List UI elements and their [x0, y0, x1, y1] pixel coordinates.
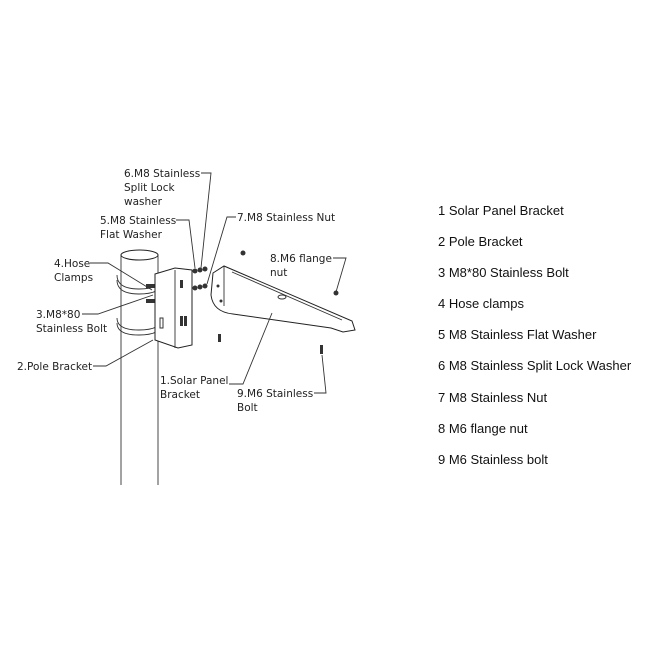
callout-m6-bolt: 9.M6 Stainless Bolt: [237, 388, 317, 414]
legend-item: 6 M8 Stainless Split Lock Washer: [438, 358, 632, 374]
callout-lock-washer: 6.M8 Stainless Split Lock washer: [124, 168, 204, 208]
legend-item: 7 M8 Stainless Nut: [438, 389, 548, 405]
leader-lines: [82, 172, 347, 394]
legend-item: 1 Solar Panel Bracket: [438, 203, 564, 218]
callout-nut: 7.M8 Stainless Nut: [237, 212, 335, 224]
callout-pole-bracket: 2.Pole Bracket: [17, 361, 92, 373]
legend-item: 8 M6 flange nut: [438, 420, 528, 436]
callout-solar-bracket: 1.Solar Panel Bracket: [160, 375, 232, 401]
m6-bolts: [218, 334, 323, 354]
legend-item: 4 Hose clamps: [438, 296, 524, 312]
callout-flat-washer: 5.M8 Stainless Flat Washer: [100, 215, 180, 241]
legend-item: 5 M8 Stainless Flat Washer: [438, 327, 597, 343]
washers-nuts: [192, 250, 339, 296]
legend-item: 3 M8*80 Stainless Bolt: [438, 265, 569, 281]
legend-item: 2 Pole Bracket: [438, 234, 523, 250]
parts-legend: 1 Solar Panel Bracket 2 Pole Bracket 3 M…: [438, 203, 631, 483]
callout-flange-nut: 8.M6 flange nut: [270, 253, 335, 279]
solar-panel-bracket: [210, 265, 356, 333]
pole-bracket: [154, 267, 193, 349]
callout-m8-bolt: 3.M8*80 Stainless Bolt: [36, 309, 107, 335]
callout-hose-clamps: 4.Hose Clamps: [54, 258, 94, 284]
legend-item: 9 M6 Stainless bolt: [438, 451, 548, 467]
